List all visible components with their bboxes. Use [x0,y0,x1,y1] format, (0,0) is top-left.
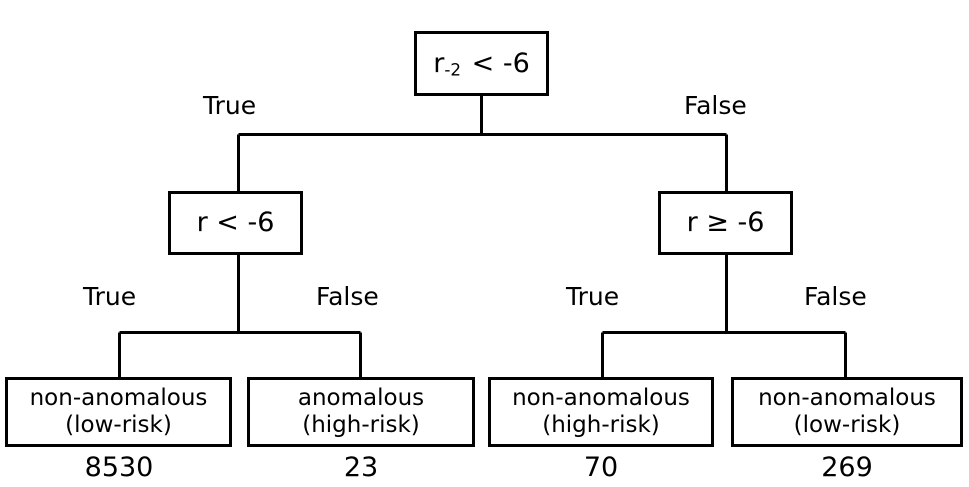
leaf-node-3[interactable]: non-anomalous (high-risk) [488,377,714,447]
leaf-node-2[interactable]: anomalous (high-risk) [247,377,475,447]
node-right-split[interactable]: r ≥ -6 [658,191,793,255]
node-root[interactable]: r-2 < -6 [414,31,549,96]
branch-label-left-true: True [83,282,137,311]
branch-label-right-false: False [804,282,867,311]
branch-label-root-true: True [203,91,257,120]
node-left-split-label: r < -6 [196,207,275,239]
leaf-node-2-text: anomalous (high-risk) [298,385,424,439]
leaf-node-4-line1: non-anomalous [758,384,936,411]
leaf-node-1-line2: (low-risk) [65,412,172,438]
leaf-node-4[interactable]: non-anomalous (low-risk) [731,377,963,447]
leaf-node-4-text: non-anomalous (low-risk) [758,385,936,439]
leaf-node-1-text: non-anomalous (low-risk) [30,385,208,439]
leaf-count-1: 8530 [84,452,154,483]
branch-label-left-false: False [316,282,379,311]
leaf-node-3-line1: non-anomalous [512,384,690,411]
branch-label-root-false: False [684,91,747,120]
leaf-count-3: 70 [583,452,619,483]
leaf-node-1[interactable]: non-anomalous (low-risk) [5,377,232,447]
leaf-count-4: 269 [821,452,873,483]
leaf-node-3-text: non-anomalous (high-risk) [512,385,690,439]
leaf-node-2-line1: anomalous [297,384,425,411]
node-right-split-label: r ≥ -6 [686,207,765,239]
leaf-count-2: 23 [343,452,379,483]
leaf-node-2-line2: (high-risk) [302,412,420,438]
branch-label-right-true: True [566,282,620,311]
leaf-node-4-line2: (low-risk) [793,412,901,438]
node-root-label: r-2 < -6 [433,47,530,80]
leaf-node-3-line2: (high-risk) [542,412,660,438]
leaf-node-1-line1: non-anomalous [29,384,208,411]
node-left-split[interactable]: r < -6 [168,191,303,255]
